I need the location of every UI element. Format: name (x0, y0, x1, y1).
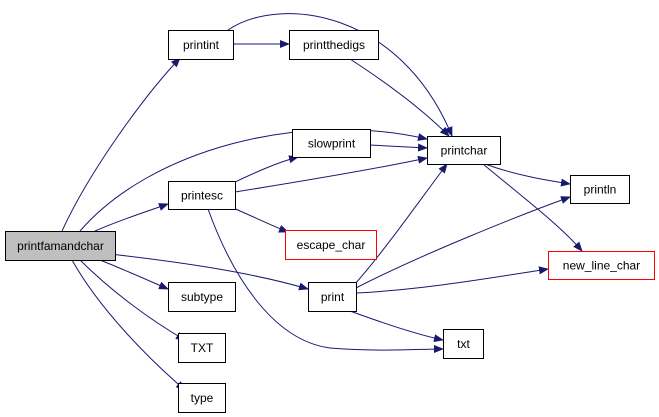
node-slowprint[interactable]: slowprint (292, 129, 371, 158)
nodes-layer: printfamandchar printint printthedigs slowp… (5, 30, 655, 413)
node-label: printint (183, 38, 220, 52)
node-box (292, 129, 371, 158)
node-txt[interactable]: txt (443, 329, 484, 359)
edge-printfamandchar-to-printesc (94, 203, 169, 232)
edge-slowprint-to-printchar (369, 143, 428, 152)
node-printchar[interactable]: printchar (427, 136, 501, 165)
node-label: type (191, 391, 214, 405)
node-label: new_line_char (563, 259, 640, 273)
node-box (308, 282, 357, 312)
node-println[interactable]: println (570, 175, 630, 204)
edge-printfamandchar-to-TXT (79, 259, 186, 341)
node-txt[interactable]: TXT (178, 333, 226, 363)
edge-printesc-to-escape-char (232, 207, 289, 233)
node-escape-char[interactable]: escape_char (285, 230, 377, 260)
node-box (427, 136, 501, 165)
edges-layer (61, 13, 583, 391)
node-box (168, 30, 234, 60)
node-label: slowprint (308, 137, 356, 151)
node-printfamandchar[interactable]: printfamandchar (5, 231, 116, 261)
node-label: printthedigs (303, 38, 365, 52)
node-subtype[interactable]: subtype (168, 282, 236, 312)
edge-print-to-new-line-char (355, 266, 549, 294)
edge-printfamandchar-to-printchar (79, 129, 428, 232)
node-printthedigs[interactable]: printthedigs (289, 30, 379, 60)
node-label: txt (457, 337, 470, 351)
node-box (548, 251, 655, 280)
node-label: printfamandchar (17, 239, 104, 253)
edge-printfamandchar-to-printint (61, 57, 181, 232)
node-label: escape_char (297, 238, 366, 252)
node-box (178, 383, 226, 413)
node-label: printesc (181, 189, 223, 203)
node-box (285, 230, 377, 260)
edge-printchar-to-println (484, 163, 571, 187)
edge-printesc-to-txt (207, 208, 444, 354)
edge-print-to-txt (349, 310, 444, 343)
node-box (168, 282, 236, 312)
edge-printfamandchar-to-subtype (99, 259, 169, 290)
edge-printfamandchar-to-type (71, 259, 186, 391)
node-box (443, 329, 484, 359)
node-label: subtype (181, 290, 223, 304)
node-box (5, 231, 116, 261)
node-print[interactable]: print (308, 282, 357, 312)
node-printesc[interactable]: printesc (168, 181, 236, 210)
edge-printfamandchar-to-print (109, 253, 309, 291)
node-label: TXT (191, 341, 214, 355)
edge-print-to-println (355, 196, 571, 289)
node-label: printchar (441, 144, 488, 158)
node-box (168, 181, 236, 210)
node-box (178, 333, 226, 363)
node-box (570, 175, 630, 204)
node-type[interactable]: type (178, 383, 226, 413)
node-new-line-char[interactable]: new_line_char (548, 251, 655, 280)
node-label: println (584, 183, 617, 197)
edge-printesc-to-slowprint (232, 155, 299, 184)
edge-printthedigs-to-printchar (349, 58, 450, 137)
edge-printesc-to-printchar (234, 155, 428, 193)
edge-printint-to-printchar (227, 13, 453, 137)
edge-print-to-printchar (354, 163, 448, 285)
node-box (289, 30, 379, 60)
node-label: print (321, 290, 345, 304)
node-printint[interactable]: printint (168, 30, 234, 60)
